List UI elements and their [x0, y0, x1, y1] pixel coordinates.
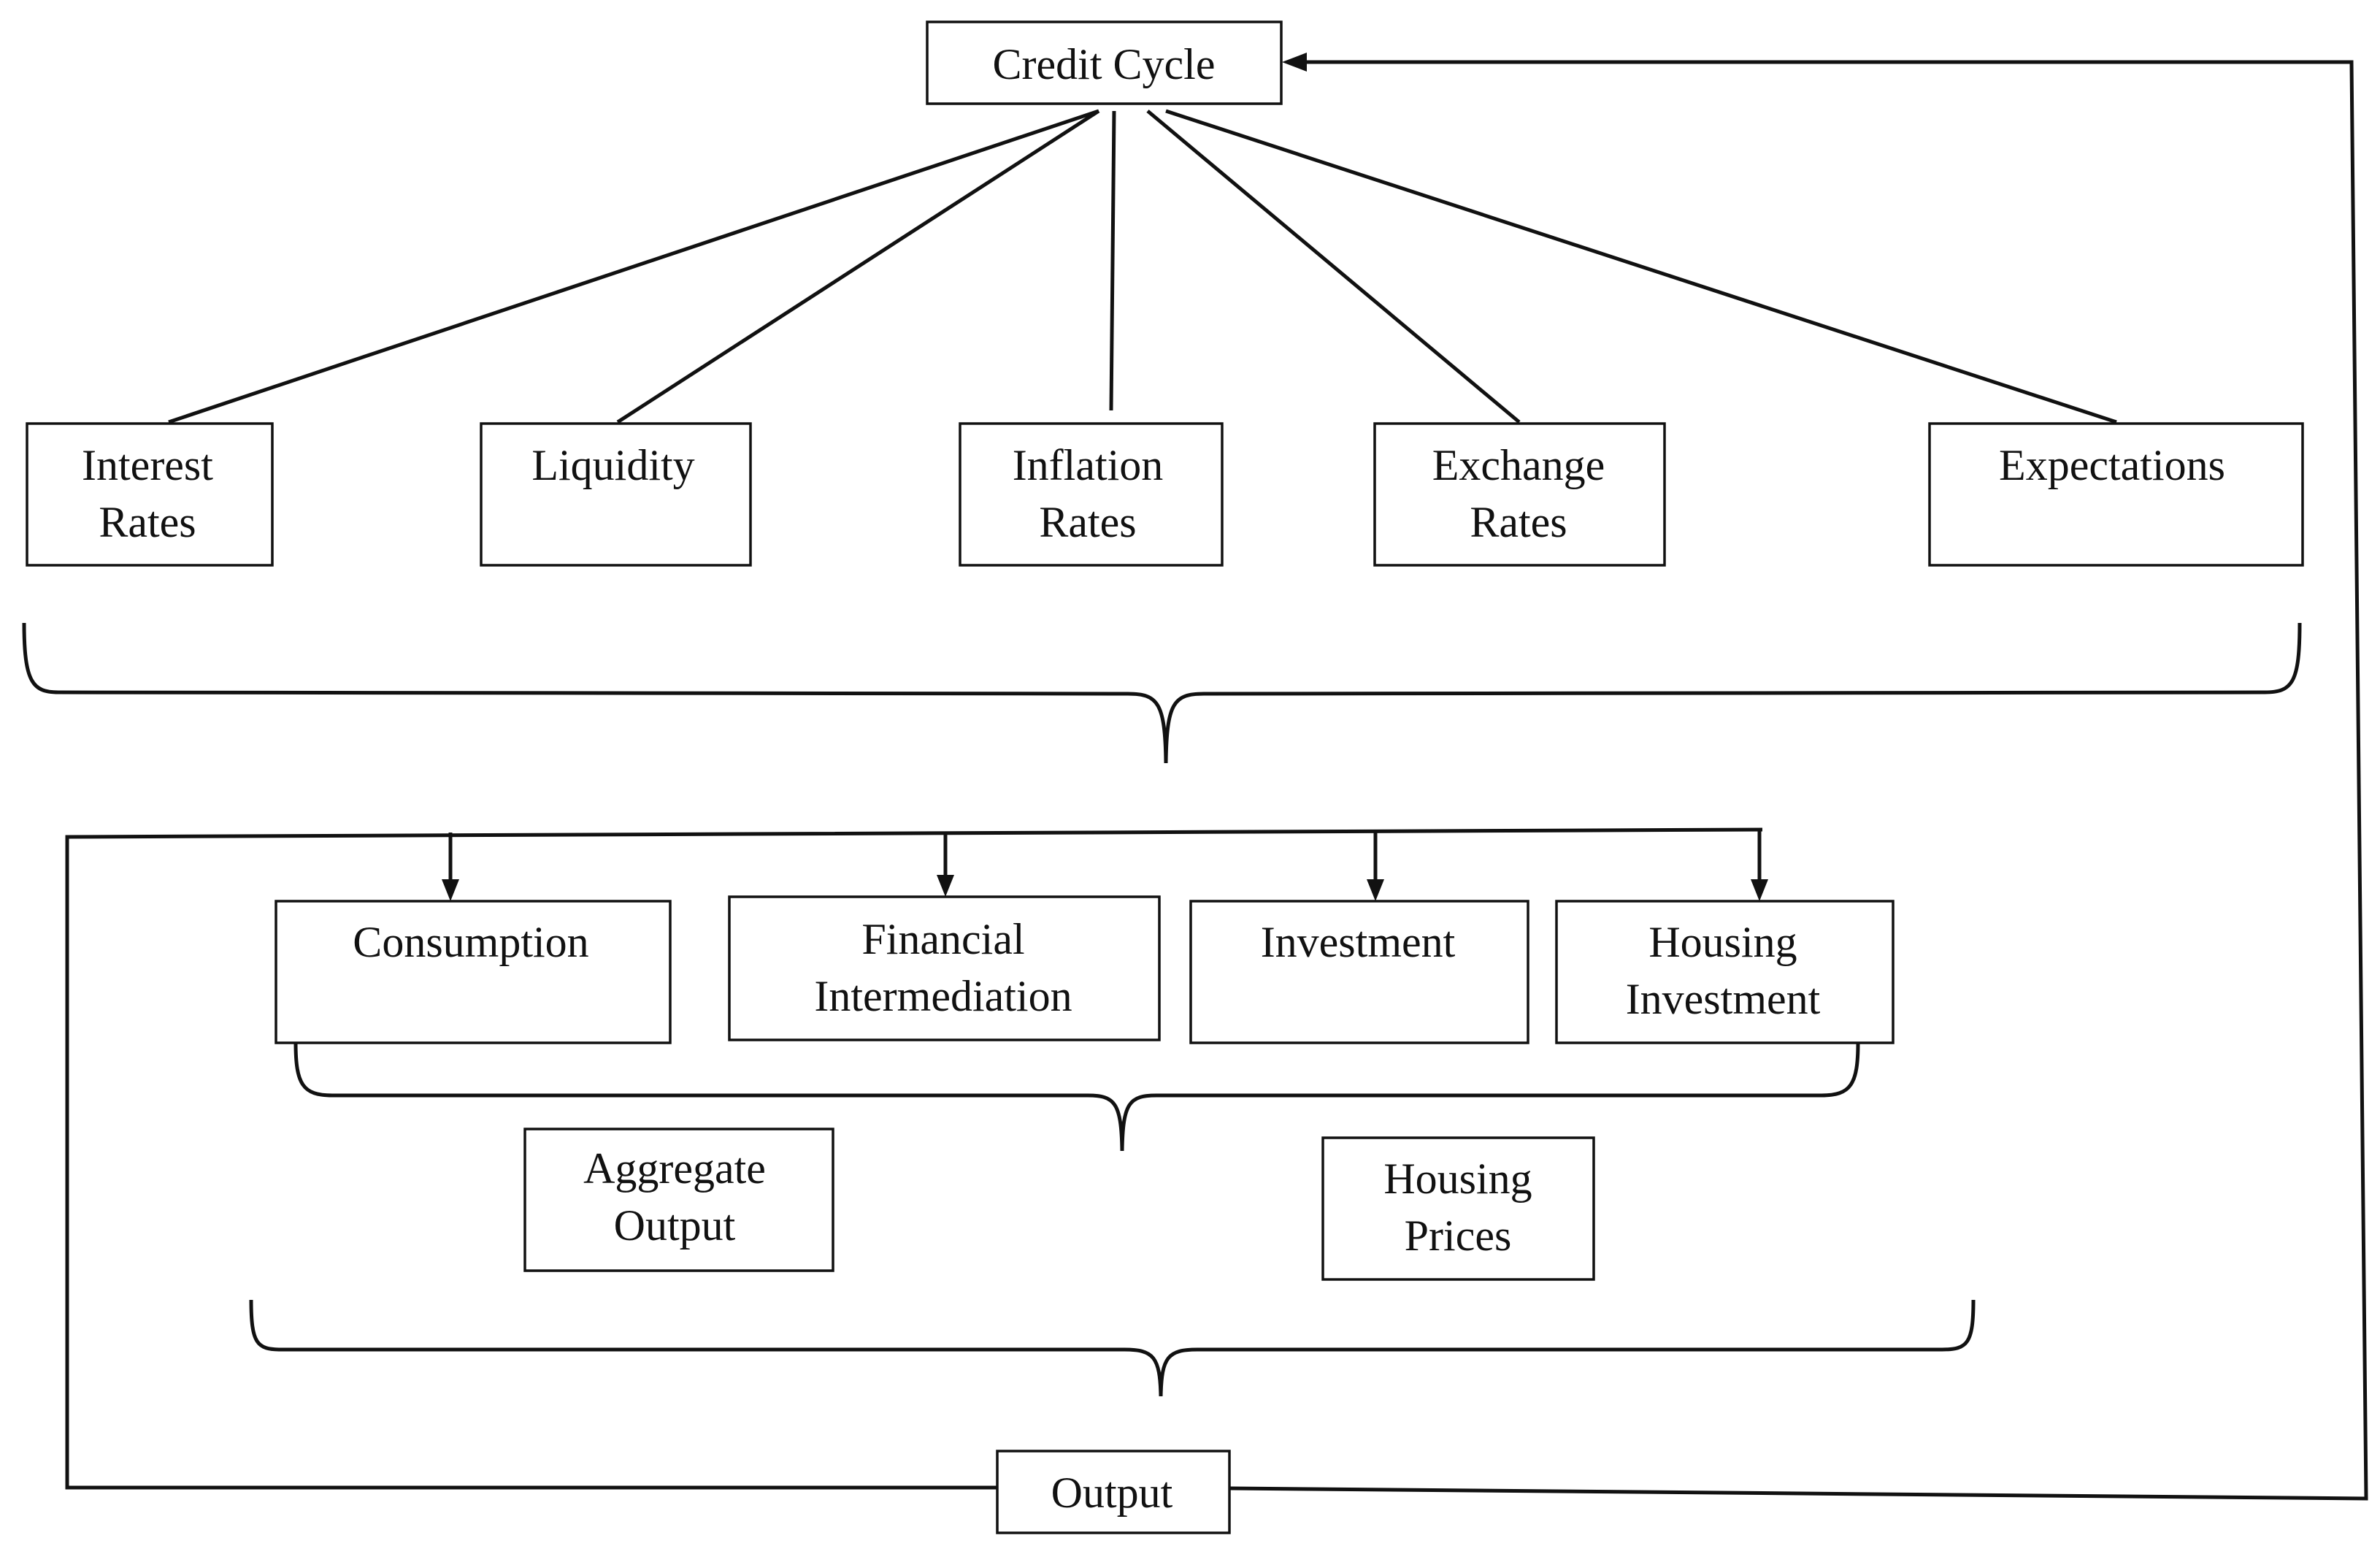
- node-exchange-rates: Exchange Rates: [1373, 422, 1666, 567]
- node-label-line: Credit Cycle: [993, 40, 1216, 88]
- node-housing-investment: Housing Investment: [1555, 900, 1895, 1044]
- node-output: Output: [996, 1450, 1231, 1534]
- node-credit-cycle: Credit Cycle: [926, 20, 1283, 105]
- brace-channels: [22, 622, 2302, 764]
- node-box: [523, 1128, 834, 1272]
- node-investment: Investment: [1189, 900, 1529, 1044]
- node-box: [26, 422, 274, 567]
- node-label-line: Rates: [99, 498, 196, 546]
- node-box: [959, 422, 1224, 567]
- node-box: [1928, 422, 2304, 567]
- node-box: [1189, 900, 1529, 1044]
- brace-sectors: [293, 1042, 1860, 1152]
- node-consumption: Consumption: [275, 900, 672, 1044]
- node-label-line: Rates: [1470, 498, 1567, 546]
- node-label-line: Investment: [1626, 975, 1821, 1023]
- edge-credit-cycle-inflation-rates: [1109, 110, 1116, 411]
- node-label-line: Consumption: [353, 918, 588, 966]
- node-liquidity: Liquidity: [480, 422, 752, 567]
- node-label-line: Aggregate: [583, 1144, 766, 1193]
- nodes: Credit Cycle Interest Rates Liquidity In…: [26, 20, 2304, 1534]
- node-box: [728, 895, 1161, 1041]
- node-label-line: Output: [614, 1201, 736, 1250]
- node-financial-intermediation: Financial Intermediation: [728, 895, 1161, 1041]
- node-box: [1373, 422, 1666, 567]
- node-box: [480, 422, 752, 567]
- node-label-line: Exchange: [1432, 441, 1605, 489]
- node-label-line: Liquidity: [531, 441, 694, 489]
- edge-credit-cycle-exchange-rates: [1146, 110, 1521, 424]
- edge-credit-cycle-interest-rates: [168, 109, 1099, 424]
- node-expectations: Expectations: [1928, 422, 2304, 567]
- credit-cycle-connectors: [168, 109, 2117, 424]
- arrowhead-housing-investment: [1751, 879, 1768, 901]
- node-label-line: Interest: [82, 441, 213, 489]
- node-label-line: Housing: [1648, 918, 1797, 966]
- arrowhead-financial-intermediation: [937, 875, 954, 897]
- node-box: [1555, 900, 1895, 1044]
- node-box: [926, 20, 1283, 105]
- feedback-line-left: [65, 827, 1763, 1490]
- node-label-line: Output: [1051, 1469, 1173, 1517]
- node-aggregate-output: Aggregate Output: [523, 1128, 834, 1272]
- node-inflation-rates: Inflation Rates: [959, 422, 1224, 567]
- arrowhead-to-credit-cycle: [1282, 53, 1307, 72]
- node-label-line: Investment: [1261, 918, 1456, 966]
- node-label-line: Rates: [1039, 498, 1136, 546]
- node-label-line: Inflation: [1013, 441, 1164, 489]
- node-label-line: Prices: [1405, 1212, 1512, 1260]
- node-label-line: Financial: [861, 915, 1024, 963]
- feedback-line-right: [1229, 60, 2368, 1501]
- transmission-arrows: [442, 830, 1768, 901]
- node-label-line: Intermediation: [814, 972, 1072, 1020]
- arrowhead-consumption: [442, 879, 459, 901]
- edge-credit-cycle-expectations: [1165, 109, 2117, 424]
- node-label-line: Expectations: [1999, 441, 2225, 489]
- node-box: [996, 1450, 1231, 1534]
- node-interest-rates: Interest Rates: [26, 422, 274, 567]
- arrowhead-investment: [1367, 879, 1384, 901]
- node-box: [1321, 1136, 1595, 1281]
- node-housing-prices: Housing Prices: [1321, 1136, 1595, 1281]
- node-box: [275, 900, 672, 1044]
- brace-outcomes: [249, 1299, 1976, 1397]
- node-label-line: Housing: [1383, 1155, 1532, 1203]
- edge-credit-cycle-liquidity: [616, 109, 1100, 424]
- feedback-loop: [65, 53, 2368, 1501]
- braces: [22, 622, 2302, 1397]
